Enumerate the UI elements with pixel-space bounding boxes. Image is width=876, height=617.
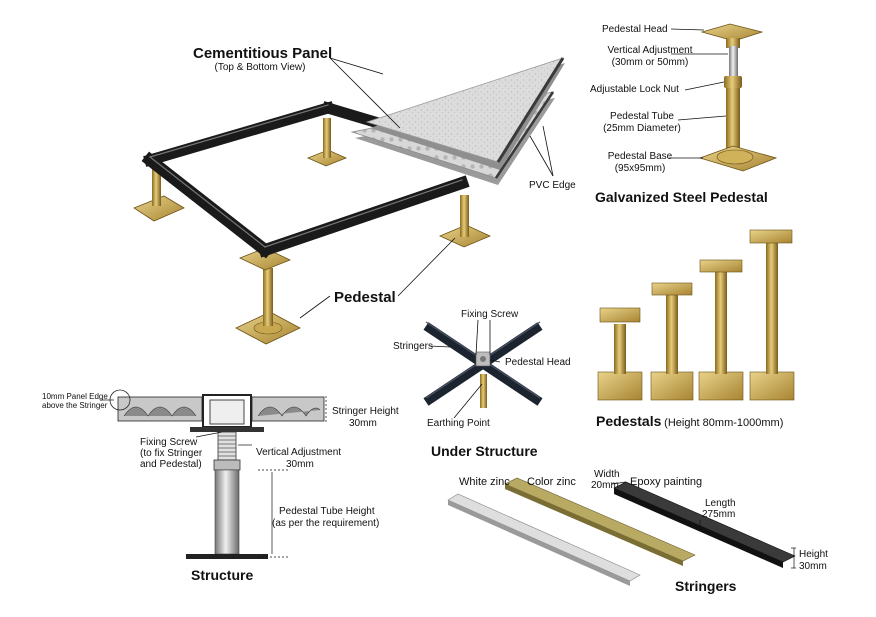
stringer-height-value: 30mm [349,418,377,429]
width-value: 20mm [591,480,619,491]
main-leaders [299,57,554,319]
structure-fixing-screw-note-1: (to fix Stringer [140,448,203,459]
stringer-height-label: Stringer Height [332,406,399,417]
length-label: Length [705,498,736,509]
pedestal-tube-label: Pedestal Tube [610,111,674,122]
structure-leaders [100,396,327,558]
structure-vertical-adjustment-value: 30mm [286,459,314,470]
pedestal-head-label: Pedestal Head [602,24,668,35]
pvc-edge-label: PVC Edge [529,180,576,191]
stringer-epoxy [613,481,796,568]
pedestal-base-size: (95x95mm) [614,163,666,174]
length-value: 275mm [702,509,736,520]
tube-height-label: Pedestal Tube Height [279,506,375,517]
pedestal-front [235,247,301,345]
under-pedestal-head-label: Pedestal Head [505,357,571,368]
pedestals-title-row: Pedestals (Height 80mm-1000mm) [596,413,783,429]
galvanized-title: Galvanized Steel Pedestal [595,189,768,205]
height-label: Height [799,549,828,560]
stringer-leaders [611,481,796,569]
main-assembly [133,57,565,345]
structure-section [109,389,325,559]
structure-vertical-adjustment-label: Vertical Adjustment [256,447,342,458]
height-value: 30mm [799,561,827,572]
white-zinc-label: White zinc [459,476,510,488]
vertical-adjustment-label: Vertical Adjustment [607,45,693,56]
lock-nut-label: Adjustable Lock Nut [590,84,679,95]
cementitious-panel [350,57,565,185]
pedestal-tallest [749,229,795,401]
pedestal-short [597,307,643,401]
pedestal-base-label: Pedestal Base [607,151,673,162]
width-label: Width [594,469,620,480]
structure-title: Structure [191,567,254,583]
under-fixing-screw-label: Fixing Screw [461,309,519,320]
structure-fixing-screw-note-2: and Pedestal) [140,459,202,470]
pedestal-row [597,229,795,401]
tube-height-note: (as per the requirement) [272,518,380,529]
pedestal-tube-diameter: (25mm Diameter) [603,123,681,134]
under-structure-title: Under Structure [431,443,538,459]
pedestal-medium [650,282,694,401]
pedestal-front-right [439,195,491,248]
panel-title: Cementitious Panel [193,45,333,62]
pedestal-label: Pedestal [334,289,396,306]
panel-subtitle: (Top & Bottom View) [214,62,306,73]
galvanized-pedestal [698,23,778,172]
stringer-color-zinc [504,477,696,566]
vertical-adjustment-range: (30mm or 50mm) [611,57,689,68]
galvanized-leaders [669,28,728,159]
stringer-white-zinc [447,493,641,586]
under-leaders [429,319,501,419]
pedestal-tall [698,259,744,401]
stringers-title: Stringers [675,578,737,594]
under-stringers-label: Stringers [393,341,434,352]
structure-fixing-screw-label: Fixing Screw [140,437,198,448]
pedestals-title: Pedestals [596,413,662,429]
under-structure-photo [420,321,546,408]
pedestal-back-left [133,168,185,222]
pedestal-back-right [306,118,348,167]
panel-edge-label: 10mm Panel Edge [42,392,108,401]
pedestals-height-note: (Height 80mm-1000mm) [664,417,784,429]
epoxy-label: Epoxy painting [630,476,703,488]
panel-edge-label-2: above the Stringer [42,401,108,410]
color-zinc-label: Color zinc [527,476,576,488]
earthing-point-label: Earthing Point [427,418,490,429]
stringer-bars [447,477,796,586]
